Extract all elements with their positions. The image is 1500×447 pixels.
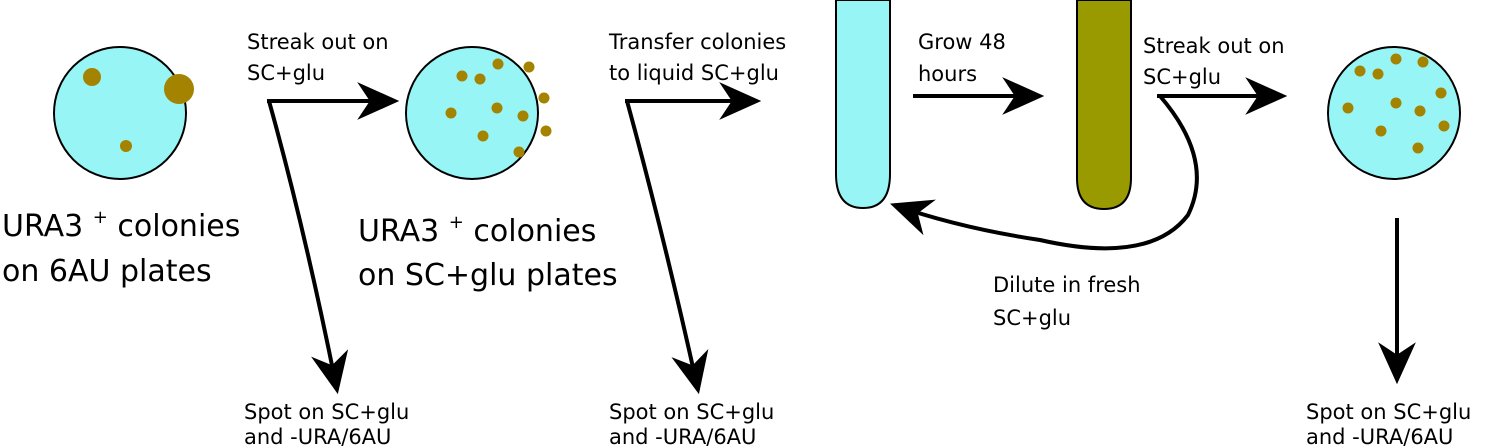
colony [513, 146, 525, 158]
spot-label-3-line1: Spot on SC+glu [1306, 400, 1471, 424]
plate-caption-6au-sup: + [93, 207, 108, 228]
plate-caption-sc-glu-line2: on SC+glu plates [358, 258, 618, 293]
colony [477, 130, 489, 142]
colony [1412, 142, 1424, 154]
step-streak-1-line1: Streak out on [247, 30, 389, 54]
step-streak-2: Streak out on SC+glu [1143, 34, 1291, 89]
step-transfer-line1: Transfer colonies [608, 30, 786, 54]
plate-final [1327, 46, 1461, 180]
colony [540, 125, 552, 137]
colony [523, 61, 535, 73]
plate-caption-sc-glu-sup: + [449, 212, 464, 233]
colony [1435, 87, 1447, 99]
step-transfer: Transfer colonies to liquid SC+glu [608, 30, 793, 85]
spot-label-1: Spot on SC+glu and -URA/6AU [244, 400, 416, 447]
spot-label-2: Spot on SC+glu and -URA/6AU [609, 400, 781, 447]
plate-disc [53, 46, 187, 180]
step-dilute-line1: Dilute in fresh [993, 273, 1141, 297]
plate-caption-6au-rest: colonies [117, 209, 240, 244]
step-dilute: Dilute in fresh SC+glu [993, 273, 1147, 330]
plate-sc-glu [405, 46, 552, 180]
step-streak-1-line2: SC+glu [247, 61, 325, 85]
step-grow: Grow 48 hours [918, 30, 1013, 86]
step-grow-line1: Grow 48 [918, 30, 1006, 54]
step-streak-2-line1: Streak out on [1143, 34, 1285, 58]
spot-label-3-line2: and -URA/6AU [1306, 425, 1453, 447]
colony [1375, 125, 1387, 137]
colony [1414, 105, 1426, 117]
tube-grown [1076, 0, 1132, 211]
colony [1390, 97, 1402, 109]
tube-liquid [835, 0, 891, 210]
plate-caption-6au: URA3 + colonies on 6AU plates [2, 196, 250, 289]
colony [474, 73, 486, 85]
colony [120, 140, 132, 152]
colony [517, 110, 529, 122]
spot-arrow-1 [267, 100, 349, 395]
spot-label-1-line2: and -URA/6AU [244, 425, 391, 447]
step-dilute-line2: SC+glu [993, 306, 1071, 330]
plate-caption-sc-glu-rest: colonies [473, 214, 596, 249]
spot-label-2-line1: Spot on SC+glu [609, 400, 774, 424]
step-grow-line2: hours [918, 62, 977, 86]
colony [83, 68, 101, 86]
plate-disc [405, 46, 539, 180]
colony [1390, 53, 1402, 65]
colony [492, 58, 504, 70]
plate-caption-sc-glu-gene: URA3 [358, 214, 439, 249]
colony [1342, 102, 1354, 114]
colony [1417, 56, 1429, 68]
colony [164, 74, 194, 104]
colony [1354, 65, 1366, 77]
plate-caption-6au-gene: URA3 [2, 209, 83, 244]
step-transfer-line2: to liquid SC+glu [609, 61, 779, 85]
plate-caption-6au-line2: on 6AU plates [2, 254, 212, 289]
plate-caption-sc-glu: URA3 + colonies on SC+glu plates [358, 201, 618, 293]
spot-label-3: Spot on SC+glu and -URA/6AU [1306, 400, 1478, 447]
colony [491, 102, 503, 114]
colony [445, 107, 457, 119]
spot-arrow-2 [625, 100, 709, 395]
step-streak-1: Streak out on SC+glu [247, 30, 395, 85]
spot-label-2-line2: and -URA/6AU [609, 425, 756, 447]
spot-label-1-line1: Spot on SC+glu [244, 400, 409, 424]
dilute-arrow [890, 94, 1199, 251]
colony [1438, 120, 1450, 132]
colony [538, 92, 550, 104]
colony [456, 70, 468, 82]
step-streak-2-line2: SC+glu [1143, 65, 1221, 89]
colony [1372, 68, 1384, 80]
plate-6au [53, 46, 194, 180]
plate-disc [1327, 46, 1461, 180]
